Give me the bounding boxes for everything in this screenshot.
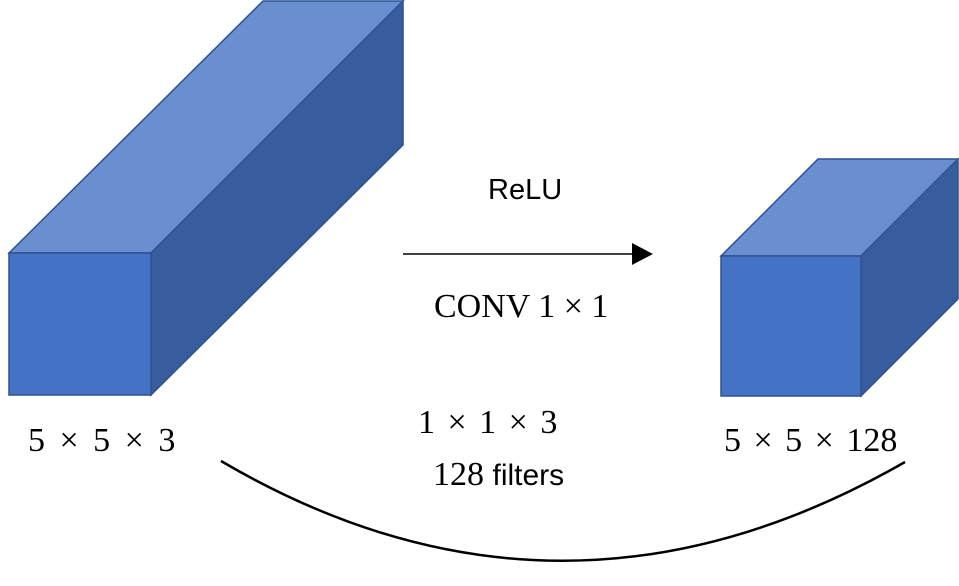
output-volume-cuboid bbox=[719, 157, 959, 398]
input-volume-front-face bbox=[8, 252, 152, 396]
operation-label: CONV 1 × 1 bbox=[434, 288, 609, 325]
activation-label: ReLU bbox=[488, 174, 563, 206]
filter-count-label: 128 filters bbox=[433, 458, 564, 492]
input-volume-cuboid bbox=[7, 0, 405, 397]
output-dimensions-label: 5 × 5 × 128 bbox=[724, 422, 898, 459]
filter-count-number: 128 bbox=[433, 456, 484, 493]
arrow-head bbox=[632, 243, 653, 265]
input-dimensions-label: 5 × 5 × 3 bbox=[28, 422, 176, 459]
filter-dimensions-label: 1 × 1 × 3 bbox=[418, 404, 558, 441]
filter-count-word: filters bbox=[492, 459, 565, 492]
output-volume-front-face bbox=[720, 255, 862, 397]
connecting-curve bbox=[220, 459, 906, 562]
transform-arrow bbox=[403, 243, 653, 265]
